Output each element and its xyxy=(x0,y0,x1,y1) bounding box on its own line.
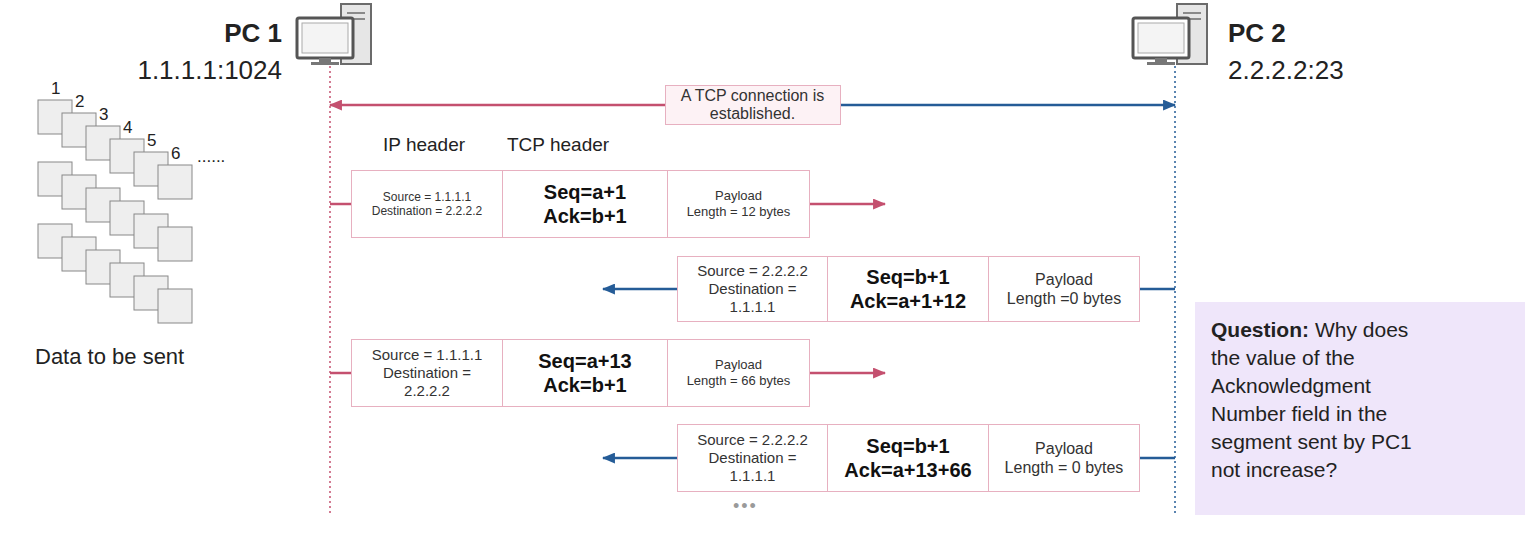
pc-monitor xyxy=(297,18,353,58)
pc-icon xyxy=(297,4,371,65)
host-label: PC 2 2.2.2.2:23 xyxy=(1175,12,1390,120)
ip-header-cell: Source = 2.2.2.2 Destination = 1.1.1.1 xyxy=(677,256,828,322)
callout-number: 5 xyxy=(147,131,156,151)
tcp-header-cell: Seq=a+13Ack=b+1 xyxy=(502,339,668,407)
pc-slot xyxy=(1183,12,1201,14)
column-heading: IP header xyxy=(383,134,465,156)
payload-cell-text: Payload xyxy=(1035,439,1093,458)
column-heading: TCP header xyxy=(507,134,609,156)
ellipsis: ...... xyxy=(197,147,225,167)
payload-cell-text: Payload xyxy=(715,188,762,204)
tcp-header-cell-text: Ack=a+13+66 xyxy=(844,458,971,482)
callout-number: 4 xyxy=(123,118,132,138)
data-blocks xyxy=(38,100,192,323)
tcp-header-cell: Seq=b+1Ack=a+1+12 xyxy=(827,256,989,322)
segment-arrow xyxy=(603,288,677,291)
tcp-header-cell-text: Seq=a+1 xyxy=(544,180,626,204)
segment-arrows xyxy=(330,204,1175,458)
ip-header-cell-text: Source = 1.1.1.1 Destination = 2.2.2.2 xyxy=(360,190,495,219)
pc-base xyxy=(311,62,339,65)
segment-stub xyxy=(330,372,351,375)
edge-label: A TCP connection is established. xyxy=(665,85,841,126)
ip-header-cell-text: Source = 2.2.2.2 Destination = 1.1.1.1 xyxy=(692,262,814,316)
continuation-dots: ••• xyxy=(733,496,758,517)
payload-cell-text: Payload xyxy=(715,357,762,373)
host-label-text: 2.2.2.2:23 xyxy=(1228,55,1344,86)
segment-arrow xyxy=(810,203,885,206)
tcp-header-cell: Seq=b+1Ack=a+13+66 xyxy=(827,424,989,492)
payload-cell-text: Length = 66 bytes xyxy=(687,373,791,389)
pc-slot xyxy=(347,12,365,14)
tcp-header-cell-text: Ack=b+1 xyxy=(543,204,626,228)
ip-header-cell: Source = 1.1.1.1 Destination = 2.2.2.2 xyxy=(351,170,503,238)
ip-header-cell-text: Source = 1.1.1.1 Destination = 2.2.2.2 xyxy=(366,346,488,400)
segment-stub xyxy=(1140,457,1175,460)
payload-cell-text: Length = 0 bytes xyxy=(1005,458,1124,477)
tcp-header-cell-text: Ack=b+1 xyxy=(543,373,626,397)
payload-cell-text: Length = 12 bytes xyxy=(687,204,791,220)
pc-icon xyxy=(1133,4,1207,65)
question-panel-text: Why does the value of the Acknowledgment… xyxy=(1211,318,1412,481)
data-block xyxy=(158,165,192,199)
tcp-header-cell-text: Seq=b+1 xyxy=(866,434,949,458)
segment-stub xyxy=(330,203,351,206)
question-panel: Question:Why does the value of the Ackno… xyxy=(1195,302,1525,515)
caption-text: Data to be sent xyxy=(35,344,184,369)
payload-cell-text: Payload xyxy=(1035,270,1093,289)
data-block xyxy=(158,289,192,323)
lifeline xyxy=(329,66,331,515)
pc-screen xyxy=(302,23,348,53)
pc-screen xyxy=(1138,23,1184,53)
host-label-text: PC 2 xyxy=(1228,18,1286,49)
segment-arrow xyxy=(603,457,677,460)
tcp-header-cell-text: Ack=a+1+12 xyxy=(850,289,966,313)
payload-cell: PayloadLength =0 bytes xyxy=(988,256,1140,322)
callout-number: 6 xyxy=(171,144,180,164)
data-block xyxy=(158,227,192,261)
payload-cell: PayloadLength = 66 bytes xyxy=(667,339,810,407)
host-label: PC 1 1.1.1.1:1024 xyxy=(100,12,330,120)
pc-monitor xyxy=(1133,18,1189,58)
tcp-header-cell: Seq=a+1Ack=b+1 xyxy=(502,170,668,238)
tcp-header-cell-text: Seq=b+1 xyxy=(866,265,949,289)
callout-number: 1 xyxy=(51,79,60,99)
callout-number: 3 xyxy=(99,105,108,125)
host-label-text: PC 1 xyxy=(224,18,282,49)
host-label-text: 1.1.1.1:1024 xyxy=(137,55,282,86)
ip-header-cell: Source = 1.1.1.1 Destination = 2.2.2.2 xyxy=(351,339,503,407)
payload-cell: PayloadLength = 12 bytes xyxy=(667,170,810,238)
ip-header-cell: Source = 2.2.2.2 Destination = 1.1.1.1 xyxy=(677,424,828,492)
segment-stub xyxy=(1140,288,1175,291)
payload-cell: PayloadLength = 0 bytes xyxy=(988,424,1140,492)
lifeline xyxy=(1174,66,1176,515)
callout-number: 2 xyxy=(75,92,84,112)
ip-header-cell-text: Source = 2.2.2.2 Destination = 1.1.1.1 xyxy=(692,431,814,485)
payload-cell-text: Length =0 bytes xyxy=(1007,289,1121,308)
tcp-header-cell-text: Seq=a+13 xyxy=(538,349,631,373)
question-panel-text: Question: xyxy=(1211,318,1309,341)
pc-base xyxy=(1147,62,1175,65)
segment-arrow xyxy=(810,372,885,375)
